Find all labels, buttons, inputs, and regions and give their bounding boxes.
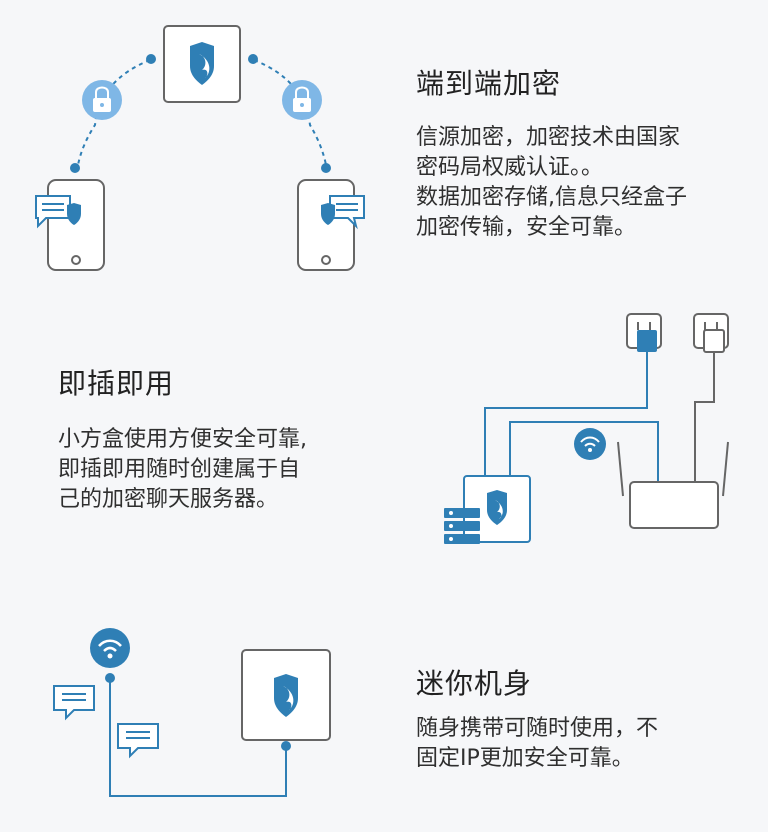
plug-icon	[637, 330, 657, 352]
connection-dot	[281, 741, 291, 751]
chat-icon	[117, 723, 159, 759]
plug-and-play-illustration	[444, 313, 729, 544]
chat-icon	[53, 685, 95, 721]
section-mini-body: 迷你机身 随身携带可随时使用，不 固定IP更加安全可靠。	[0, 580, 768, 832]
mini-body-illustration	[53, 628, 331, 797]
shield-icon	[274, 674, 298, 717]
cable-blue	[484, 352, 648, 476]
encryption-illustration	[35, 25, 365, 271]
section-plug-and-play: 即插即用 小方盒使用方便安全可靠, 即插即用随时创建属于自 己的加密聊天服务器。	[0, 290, 768, 580]
server-icon	[444, 508, 480, 544]
wifi-icon	[574, 428, 606, 460]
section-title: 迷你机身	[416, 667, 533, 700]
phone-home-button	[321, 255, 331, 265]
section-description: 小方盒使用方便安全可靠, 即插即用随时创建属于自 己的加密聊天服务器。	[58, 427, 307, 512]
section-description: 信源加密，加密技术由国家 密码局权威认证。。 数据加密存储,信息只经盒子 加密传…	[416, 125, 687, 240]
dashed-connection-right	[253, 59, 327, 166]
chat-icon	[35, 195, 71, 229]
shield-icon	[487, 490, 507, 525]
section-description: 随身携带可随时使用，不 固定IP更加安全可靠。	[416, 716, 659, 771]
section-end-to-end-encryption: 端到端加密 信源加密，加密技术由国家 密码局权威认证。。 数据加密存储,信息只经…	[0, 0, 768, 290]
connection-line	[109, 682, 287, 797]
shield-icon	[190, 42, 214, 85]
cable-gray	[694, 352, 715, 482]
cable-blue	[509, 421, 659, 482]
section-title: 即插即用	[58, 367, 175, 400]
plug-icon	[703, 329, 725, 353]
connection-dot	[70, 163, 80, 173]
shield-icon	[67, 203, 81, 225]
connection-dot	[248, 54, 258, 64]
section-title: 端到端加密	[416, 67, 562, 100]
connection-dot	[321, 163, 331, 173]
connection-dot	[146, 54, 156, 64]
dashed-connection-left	[77, 59, 151, 166]
connection-dot	[105, 673, 115, 683]
wifi-icon	[90, 628, 130, 668]
shield-icon	[321, 203, 335, 225]
phone-home-button	[71, 255, 81, 265]
lock-icon	[82, 80, 122, 120]
router-icon	[629, 481, 719, 529]
lock-icon	[282, 80, 322, 120]
